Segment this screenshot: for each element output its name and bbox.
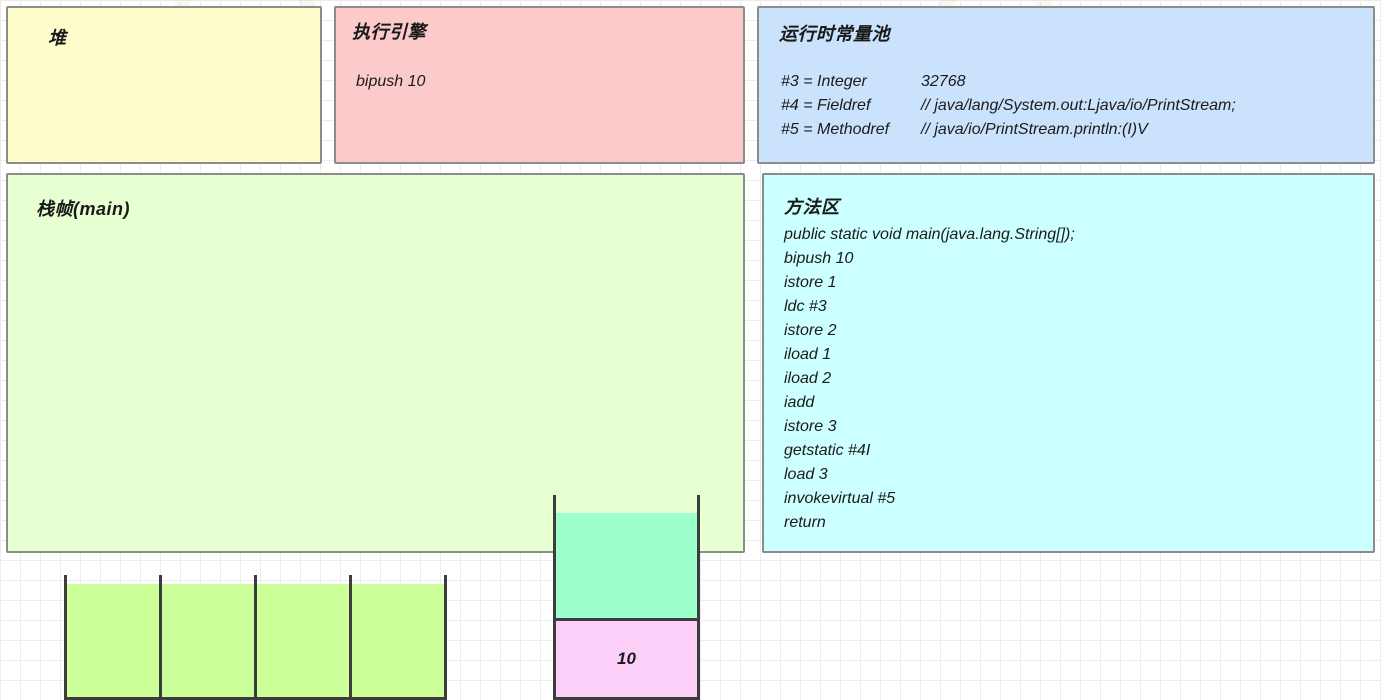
operand-stack-top-value: 10 [617, 649, 636, 668]
execution-engine-title: 执行引擎 [352, 22, 426, 42]
bytecode-line: ldc #3 [784, 298, 827, 315]
local-variable-table-end-rail [444, 575, 447, 700]
bytecode-line: istore 1 [784, 274, 837, 291]
bytecode-line: invokevirtual #5 [784, 490, 896, 507]
method-area-panel: 方法区 public static void main(java.lang.St… [762, 173, 1375, 553]
local-variable-table [64, 575, 447, 700]
bytecode-line: istore 3 [784, 418, 837, 435]
operand-stack-empty-cell [556, 513, 697, 621]
bytecode-line: load 3 [784, 466, 828, 483]
bytecode-line: istore 2 [784, 322, 837, 339]
runtime-constant-pool-panel: 运行时常量池 #3 = Integer 32768 #4 = Fieldref … [757, 6, 1375, 164]
local-variable-slot [64, 575, 159, 700]
execution-engine-panel: 执行引擎 bipush 10 [334, 6, 745, 164]
constant-pool-key: #5 = Methodref [781, 121, 890, 138]
bytecode-listing: public static void main(java.lang.String… [784, 223, 1075, 535]
bytecode-line: iload 2 [784, 370, 832, 387]
constant-pool-value: 32768 [921, 73, 966, 90]
bytecode-line: iadd [784, 394, 815, 411]
heap-panel: 堆 [6, 6, 322, 164]
bytecode-line: iload 1 [784, 346, 832, 363]
bytecode-line: public static void main(java.lang.String… [784, 226, 1075, 243]
local-variable-slot [254, 575, 349, 700]
bytecode-line: getstatic #4I [784, 442, 871, 459]
constant-pool-entry: #5 = Methodref // java/io/PrintStream.pr… [781, 118, 1236, 142]
operand-stack-top-cell: 10 [556, 621, 697, 700]
constant-pool-value: // java/io/PrintStream.println:(I)V [921, 121, 1148, 138]
constant-pool-entry: #3 = Integer 32768 [781, 70, 1236, 94]
heap-title: 堆 [48, 28, 67, 48]
constant-pool-value: // java/lang/System.out:Ljava/io/PrintSt… [921, 97, 1236, 114]
method-area-title: 方法区 [784, 197, 840, 217]
runtime-constant-pool-title: 运行时常量池 [779, 24, 890, 44]
operand-stack-right-rail [697, 495, 700, 700]
bytecode-line: bipush 10 [784, 250, 854, 267]
constant-pool-key: #3 = Integer [781, 73, 867, 90]
local-variable-slot [349, 575, 444, 700]
bytecode-line: return [784, 514, 826, 531]
constant-pool-entries: #3 = Integer 32768 #4 = Fieldref // java… [781, 70, 1236, 142]
constant-pool-key: #4 = Fieldref [781, 97, 871, 114]
local-variable-slot [159, 575, 254, 700]
stack-frame-panel: 栈帧(main) 10 [6, 173, 745, 700]
operand-stack: 10 [553, 495, 700, 700]
current-instruction: bipush 10 [356, 73, 426, 90]
stack-frame-title: 栈帧(main) [36, 199, 130, 219]
constant-pool-entry: #4 = Fieldref // java/lang/System.out:Lj… [781, 94, 1236, 118]
